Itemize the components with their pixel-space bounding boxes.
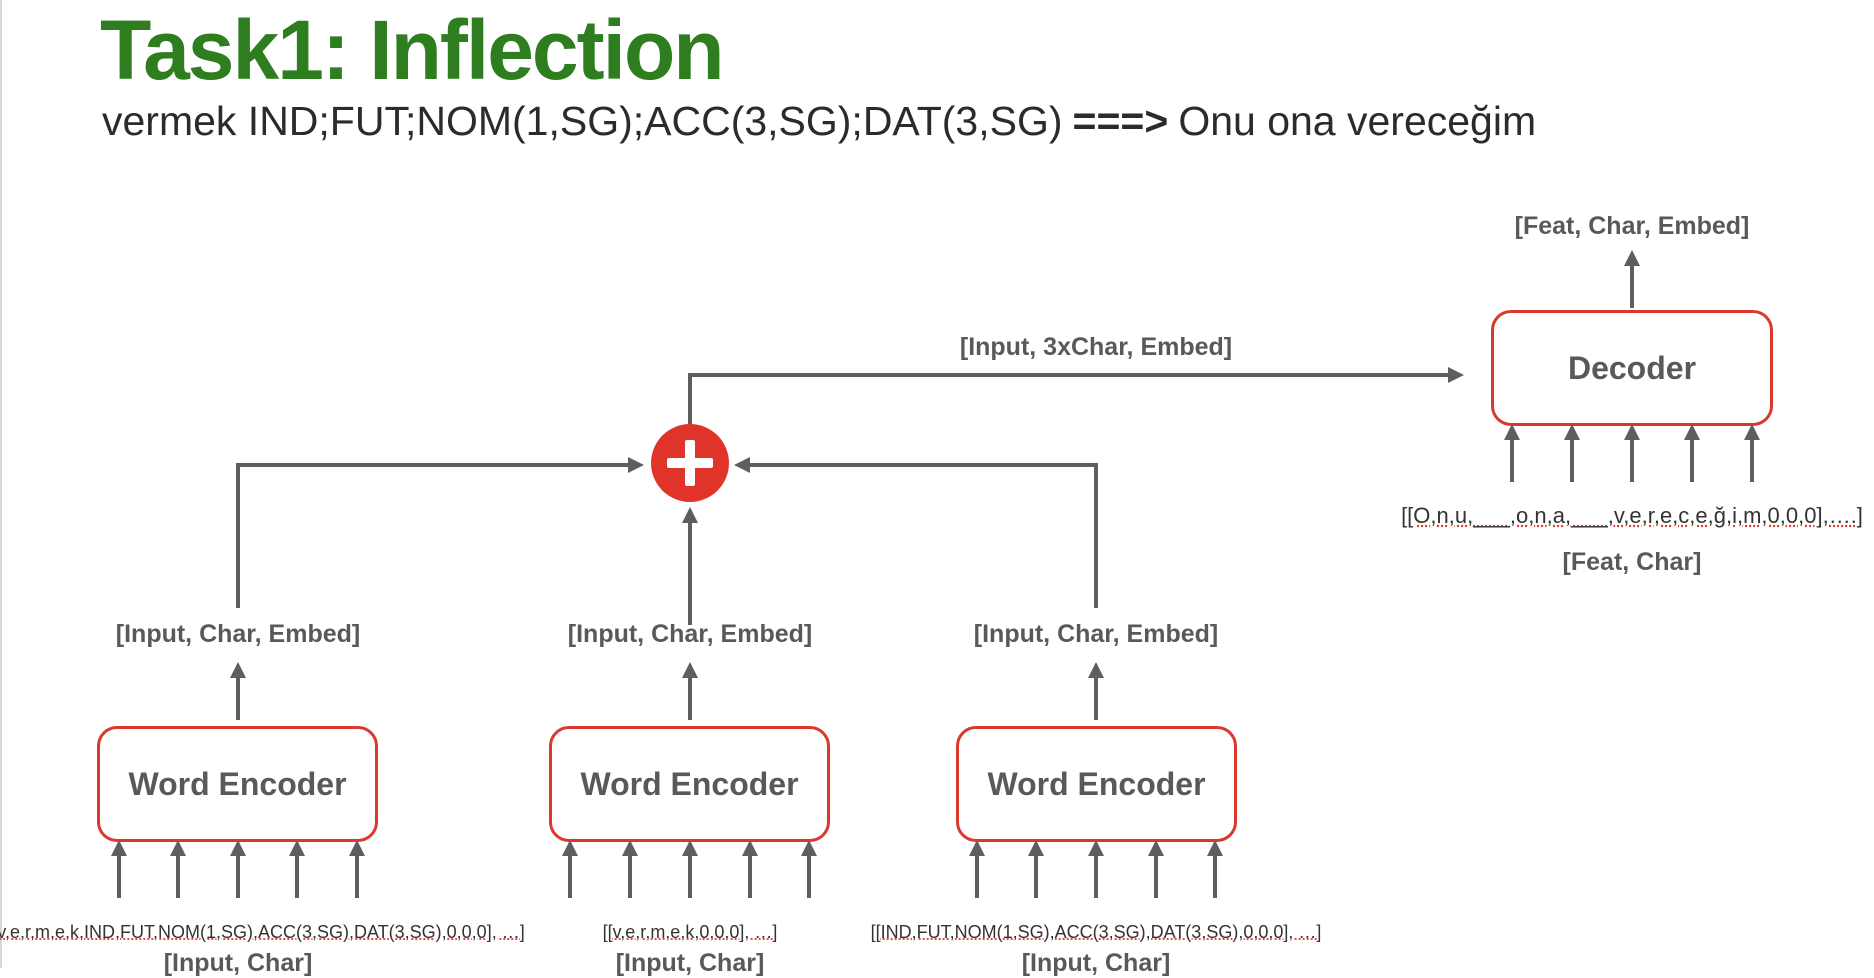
decoder-box: Decoder [1491, 310, 1773, 426]
decoder-output-shape: [Feat, Char, Embed] [1515, 212, 1750, 241]
decoder-input-sequence: [[O,n,u,___,o,n,a,___,v,e,r,e,c,e,ğ,i,m,… [1401, 503, 1863, 529]
word-encoder-2: Word Encoder [549, 726, 830, 842]
encoder-1-to-combine-wire [238, 465, 636, 608]
word-encoder-3: Word Encoder [956, 726, 1237, 842]
encoder-3-to-combine-wire [742, 465, 1096, 608]
combine-to-decoder-wire [690, 375, 1456, 424]
encoder-2-input-sequence: [[v,e,r,m,e,k,0,0,0], …] [603, 922, 778, 943]
combine-output-shape: [Input, 3xChar, Embed] [960, 333, 1232, 362]
word-encoder-1: Word Encoder [97, 726, 378, 842]
encoder-1-output-shape: [Input, Char, Embed] [116, 620, 360, 649]
encoder-3-input-shape: [Input, Char] [1022, 949, 1171, 978]
encoder-3-output-shape: [Input, Char, Embed] [974, 620, 1218, 649]
plus-icon [651, 424, 729, 502]
encoder-1-input-sequence: [[v,e,r,m,e,k,IND,FUT,NOM(1,SG),ACC(3,SG… [0, 922, 525, 943]
encoder-1-input-shape: [Input, Char] [164, 949, 313, 978]
encoder-2-input-shape: [Input, Char] [616, 949, 765, 978]
encoder-3-input-sequence: [[IND,FUT,NOM(1,SG),ACC(3,SG),DAT(3,SG),… [871, 922, 1322, 943]
decoder-input-shape: [Feat, Char] [1563, 548, 1702, 577]
encoder-2-output-shape: [Input, Char, Embed] [568, 620, 812, 649]
